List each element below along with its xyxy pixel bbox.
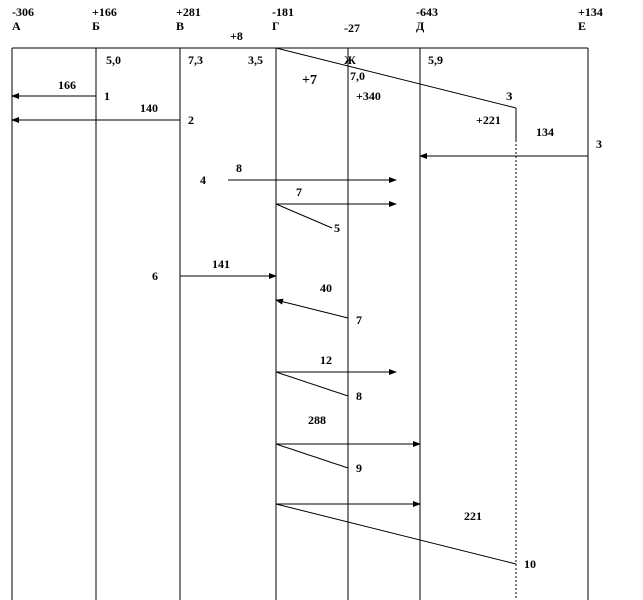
flow-amount-3: 134 [536,125,554,139]
flow-id-6: 6 [152,269,158,283]
top-value-v: 7,3 [188,53,203,67]
flow-amount-9: 288 [308,413,326,427]
flow-id-9: 9 [356,461,362,475]
column-value-a: -306 [12,5,34,19]
flow-id-5: 5 [334,221,340,235]
top-value-zh: 7,0 [350,69,365,83]
flow-amount-1: 166 [58,78,76,92]
flow-leader-9 [275,443,349,469]
flow-id-2: 2 [188,113,194,127]
column-value-b: +166 [92,5,117,19]
top-value-d: 5,9 [428,53,443,67]
flow-amount-4: 8 [236,161,242,175]
flow-leader-8 [275,371,349,397]
top-value-b: 5,0 [106,53,121,67]
extra-value: +8 [230,29,243,43]
column-value-e: +134 [578,5,603,19]
column-value-zh: -27 [344,21,360,35]
flow-amount-7: 40 [320,281,332,295]
column-label-a: А [12,19,21,33]
column-label-g: Г [272,19,280,33]
point-3-label: З [506,89,512,103]
flow-leader-5 [275,203,333,229]
point-3-balance: +221 [476,113,501,127]
column-value-v: +281 [176,5,201,19]
flow-amount-6: 141 [212,257,230,271]
balance-diagonal [275,47,517,109]
column-label-e: Е [578,19,586,33]
plus-340: +340 [356,89,381,103]
flow-id-4: 4 [200,173,206,187]
column-label-b: Б [92,19,100,33]
top-value-g: 3,5 [248,53,263,67]
flow-leader-10 [275,503,517,565]
column-label-d: Д [416,19,425,33]
column-label-zh: Ж [344,53,356,67]
flow-id-7: 7 [356,313,362,327]
flow-id-3: 3 [596,137,602,151]
flow-id-1: 1 [104,89,110,103]
flow-amount-8: 12 [320,353,332,367]
flow-id-10: 10 [524,557,536,571]
column-label-v: В [176,19,184,33]
column-value-g: -181 [272,5,294,19]
flow-amount-10: 221 [464,509,482,523]
flow-id-8: 8 [356,389,362,403]
flow-amount-2: 140 [140,101,158,115]
flow-arrow-7 [275,298,349,319]
top-balance: +7 [302,73,317,88]
column-value-d: -643 [416,5,438,19]
flow-amount-5: 7 [296,185,302,199]
